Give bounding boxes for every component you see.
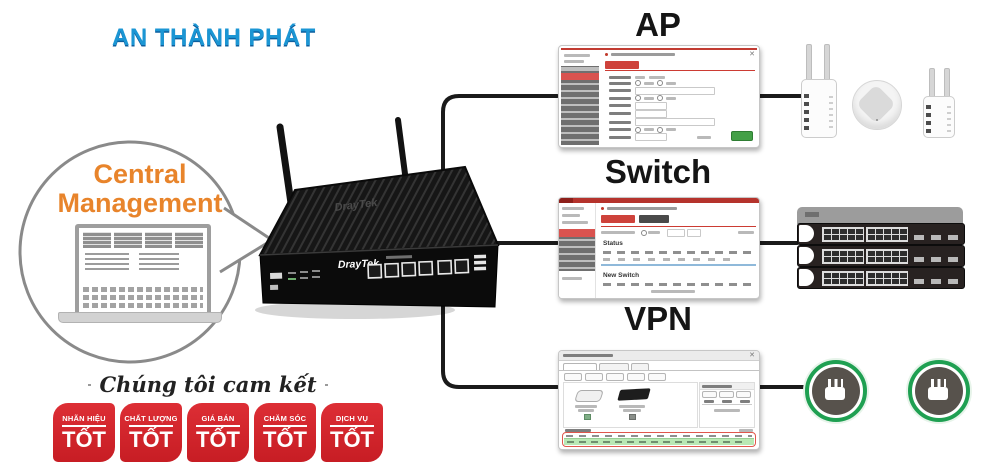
vpn-router-thumbnail[interactable] (617, 388, 651, 401)
close-icon[interactable]: ✕ (749, 51, 755, 58)
switch-stack-top (797, 207, 963, 224)
switch-device (797, 223, 965, 245)
switch-row-divider (601, 264, 756, 266)
ap-device-antenna (824, 44, 830, 84)
commitment-heading: Chúng tôi cam kết (88, 372, 328, 397)
vpn-tabs (563, 363, 649, 371)
ap-device-ceiling (852, 80, 902, 130)
laptop-base (58, 312, 222, 323)
vpn-panel-button[interactable] (736, 391, 751, 398)
router-top (258, 165, 500, 257)
ap-window-accent (561, 48, 757, 50)
badge-service: DỊCH VỤ TỐT (321, 403, 383, 462)
badge-quality: CHẤT LƯỢNG TỐT (120, 403, 182, 462)
vpn-toolbar-button[interactable] (585, 373, 603, 381)
laptop-illustration (75, 224, 211, 318)
vpn-toolbar-button[interactable] (606, 373, 624, 381)
commitment-badges: NHÃN HIỆU TỐT CHẤT LƯỢNG TỐT GIÁ BÁN TỐT… (53, 403, 383, 462)
router-usb-ports (474, 254, 487, 271)
ap-sidebar[interactable] (561, 52, 599, 145)
vpn-tab[interactable] (599, 363, 629, 371)
switch-tab-active[interactable] (601, 215, 635, 223)
vpn-screenshot: ✕ (558, 350, 760, 450)
ap-apply-button[interactable] (731, 131, 753, 141)
router-top-brand: DrayTek (334, 197, 379, 214)
switch-sidebar[interactable] (559, 203, 596, 298)
vpn-section-title: VPN (624, 300, 692, 337)
laptop-table-headers (83, 232, 203, 248)
router-model-bar (386, 255, 413, 259)
line-router-to-ap (441, 94, 559, 237)
ap-main-panel (605, 52, 755, 144)
switch-toolbar (601, 229, 756, 237)
ap-device-antenna (806, 44, 812, 84)
vpn-endpoint-icon (805, 360, 867, 422)
ap-device-1 (801, 79, 837, 138)
laptop-grid (83, 287, 203, 311)
vpn-ap-thumbnail[interactable] (574, 390, 604, 402)
router-led-labels (270, 270, 320, 290)
vpn-endpoint-icon (908, 360, 970, 422)
central-management-label: Central Management (57, 159, 223, 218)
ap-sidebar-active-item[interactable] (561, 73, 599, 80)
vpn-settings-panel (699, 382, 755, 428)
ap-device-2 (923, 96, 955, 138)
vpn-active-tunnel-row[interactable] (564, 438, 754, 445)
vpn-toolbar-button[interactable] (564, 373, 582, 381)
company-logo: AN THÀNH PHÁT (112, 24, 316, 51)
badge-care: CHĂM SÓC TỐT (254, 403, 316, 462)
ap-screenshot: ✕ (558, 45, 760, 148)
vpn-panel-button[interactable] (719, 391, 734, 398)
switch-device (797, 245, 965, 267)
ap-tab-active[interactable] (605, 61, 639, 69)
switch-window-topbar (559, 198, 759, 203)
switch-sidebar-active-item[interactable] (559, 229, 595, 237)
switch-device (797, 267, 965, 289)
vpn-tab[interactable] (631, 363, 649, 371)
line-router-to-vpn (441, 293, 559, 389)
router-illustration: DrayTek DrayTek (255, 117, 500, 319)
switch-status-heading: Status (603, 240, 623, 247)
vpn-toolbar-button[interactable] (627, 373, 645, 381)
vpn-panel-button[interactable] (702, 391, 717, 398)
vpn-titlebar: ✕ (559, 351, 759, 361)
switch-screenshot: Status New Switch (558, 197, 760, 299)
vpn-device-panel (563, 382, 698, 428)
vpn-toolbar (564, 373, 666, 381)
vpn-highlighted-table (562, 432, 756, 447)
switch-main-panel: Status New Switch (601, 206, 756, 296)
ap-settings-form (609, 75, 755, 142)
switch-tab-inactive[interactable] (639, 215, 669, 223)
switch-new-switch-heading: New Switch (603, 272, 640, 279)
badge-price: GIÁ BÁN TỐT (187, 403, 249, 462)
badge-brand: NHÃN HIỆU TỐT (53, 403, 115, 462)
ap-section-title: AP (635, 6, 681, 43)
vpn-tab-active[interactable] (563, 363, 597, 371)
vpn-toolbar-button[interactable] (648, 373, 666, 381)
switch-section-title: Switch (604, 153, 712, 190)
router-ethernet-ports (367, 258, 470, 279)
close-icon[interactable]: ✕ (749, 352, 755, 359)
